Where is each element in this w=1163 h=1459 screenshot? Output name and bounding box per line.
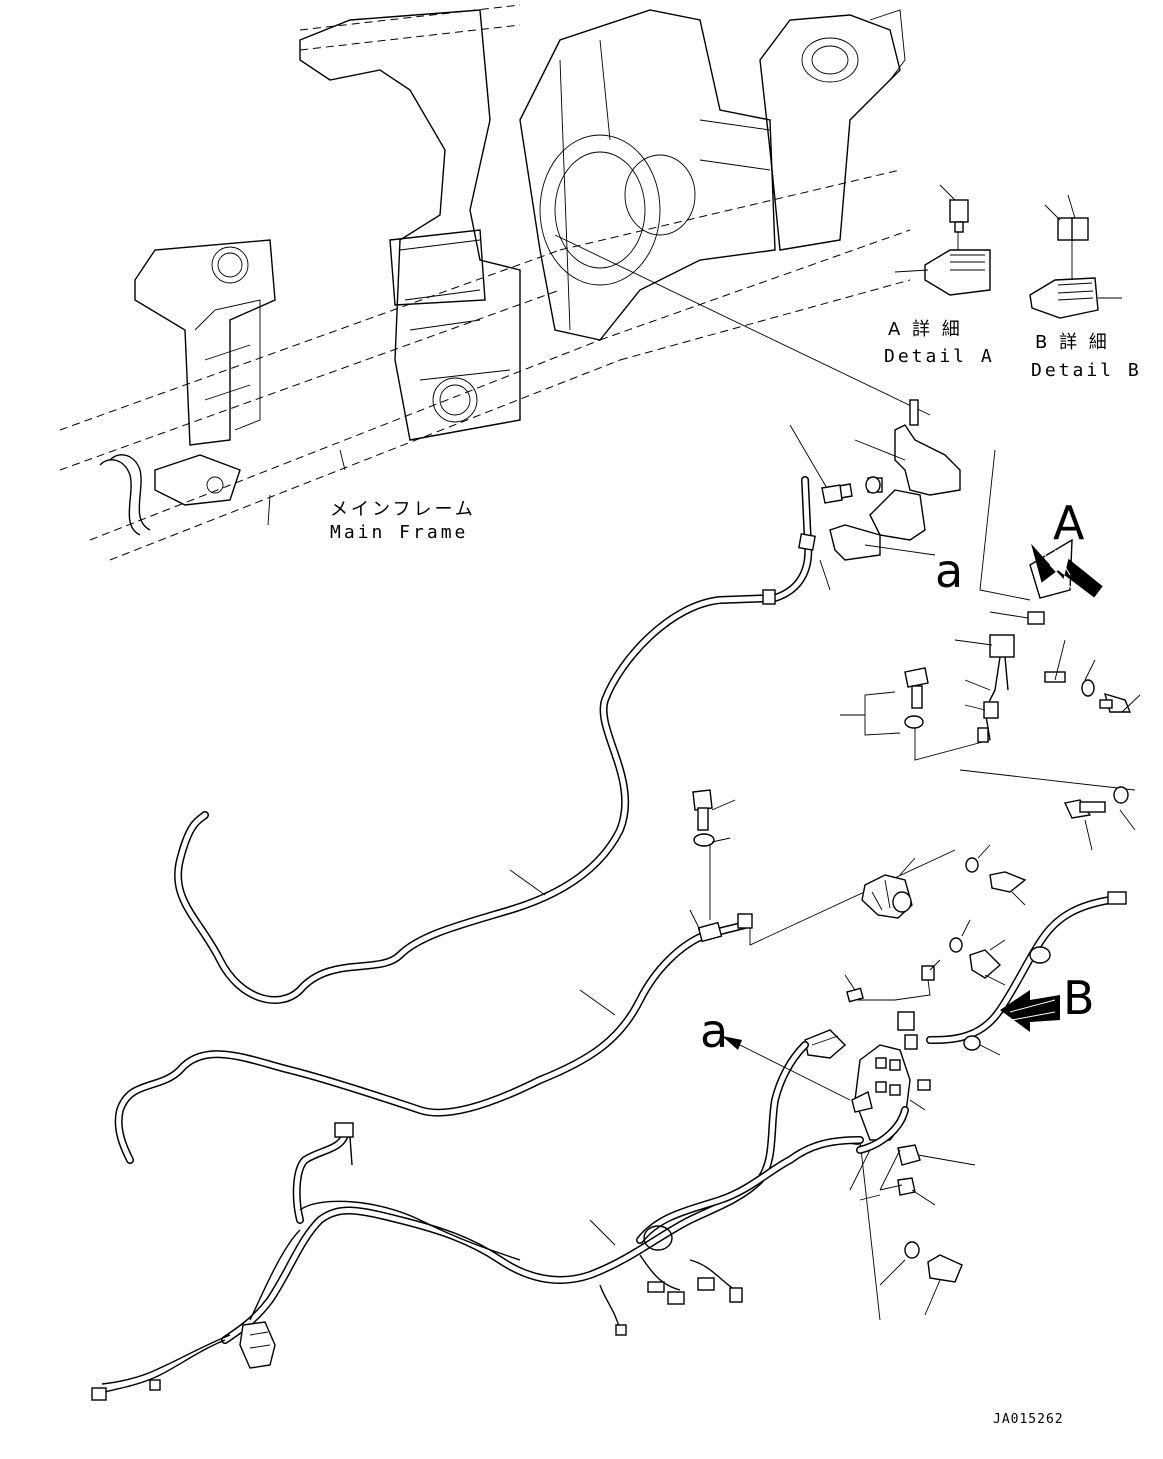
round-connector — [861, 857, 916, 919]
fasteners — [692, 484, 1141, 1316]
detail-b-title-jp: B 詳 細 — [1035, 332, 1110, 353]
detail-b-drawing — [1029, 194, 1122, 319]
upper-harness — [174, 476, 831, 1004]
detail-a-drawing — [894, 184, 991, 296]
right-harness — [844, 891, 1127, 1056]
arrow-a-indicator — [1031, 543, 1103, 598]
detail-b-title-en: Detail B — [1031, 360, 1142, 381]
middle-harness — [114, 909, 753, 1164]
drawing-number: JA015262 — [993, 1412, 1064, 1427]
arrow-b-indicator — [1000, 990, 1060, 1032]
view-arrow-a-label: A — [1053, 496, 1085, 550]
upper-bracket — [789, 399, 961, 561]
reference-a-label-lower: a — [700, 1004, 729, 1058]
relay-bracket-b — [804, 1029, 931, 1191]
main-frame-drawing — [59, 4, 911, 561]
lower-harness — [91, 1041, 909, 1401]
detail-a-title-en: Detail A — [884, 346, 995, 367]
reference-a-label-upper: a — [935, 544, 964, 598]
main-frame-label-en: Main Frame — [330, 522, 469, 543]
leader-lines — [554, 234, 1136, 1321]
detail-a-title-jp: A 詳 細 — [888, 319, 963, 340]
view-arrow-b-label: B — [1063, 971, 1095, 1025]
main-frame-label-jp: メインフレーム — [330, 499, 476, 520]
ref-a-arrow — [722, 1036, 851, 1101]
